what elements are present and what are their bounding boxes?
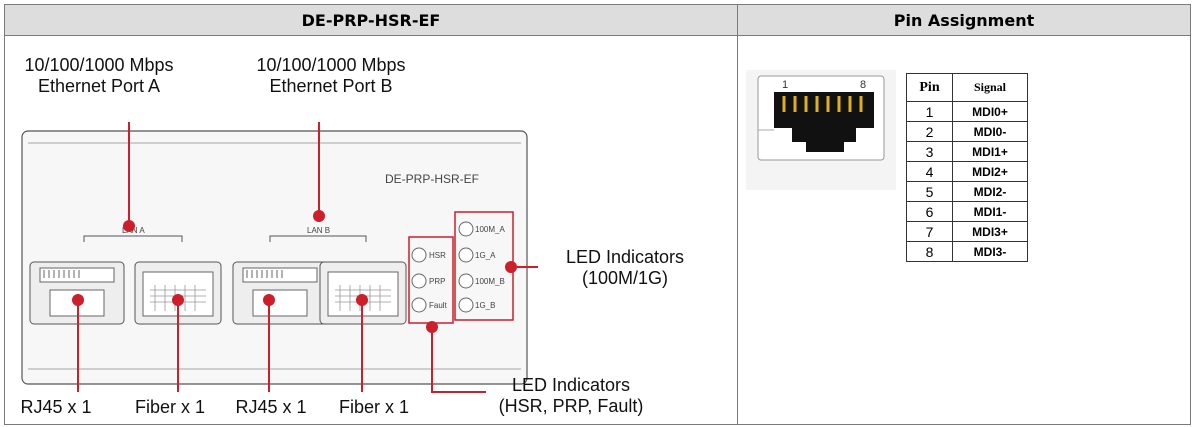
- lan-b-label: LAN B: [307, 226, 330, 235]
- led-prp: [412, 274, 426, 288]
- signal-cell: MDI0+: [953, 102, 1028, 122]
- rj45-connector-diagram: 1 8: [746, 70, 896, 190]
- pin-column-header: Pin: [907, 74, 953, 102]
- device-body: [22, 131, 527, 384]
- led-100m-b: [459, 274, 473, 288]
- led-100m-a: [459, 222, 473, 236]
- led-prp-label: PRP: [429, 277, 445, 286]
- pin-cell: 1: [907, 102, 953, 122]
- port-b-label: 10/100/1000 Mbps Ethernet Port B: [246, 55, 416, 97]
- pin-cell: 3: [907, 142, 953, 162]
- led-100m-b-label: 100M_B: [475, 277, 505, 286]
- led-status-callout-line1: LED Indicators: [486, 375, 656, 396]
- pin-cell: 8: [907, 242, 953, 262]
- pin-table-header: Pin Signal: [907, 74, 1028, 102]
- signal-cell: MDI3-: [953, 242, 1028, 262]
- bottom-label-rj45-a: RJ45 x 1: [14, 397, 98, 418]
- pin-cell: 5: [907, 182, 953, 202]
- led-fault-label: Fault: [429, 301, 448, 310]
- port-a-label-line1: 10/100/1000 Mbps: [14, 55, 184, 76]
- led-hsr-label: HSR: [429, 251, 446, 260]
- signal-cell: MDI3+: [953, 222, 1028, 242]
- led-speed-callout-line2: (100M/1G): [540, 268, 710, 289]
- led-fault: [412, 298, 426, 312]
- port-a-label-line2: Ethernet Port A: [14, 76, 184, 97]
- pin-cell: 4: [907, 162, 953, 182]
- led-1g-b-label: 1G_B: [475, 301, 495, 310]
- pin-cell: 6: [907, 202, 953, 222]
- signal-cell: MDI0-: [953, 122, 1028, 142]
- pin-cell: 2: [907, 122, 953, 142]
- led-1g-a: [459, 248, 473, 262]
- led-1g-a-label: 1G_A: [475, 251, 496, 260]
- led-hsr: [412, 248, 426, 262]
- bottom-label-fiber-b: Fiber x 1: [326, 397, 422, 418]
- port-b-label-line1: 10/100/1000 Mbps: [246, 55, 416, 76]
- pin-cell: 7: [907, 222, 953, 242]
- bottom-label-rj45-b: RJ45 x 1: [226, 397, 316, 418]
- rj45-port-b: [233, 262, 327, 324]
- led-status-callout: LED Indicators (HSR, PRP, Fault): [486, 375, 656, 417]
- led-status-callout-line2: (HSR, PRP, Fault): [486, 396, 656, 417]
- signal-cell: MDI1-: [953, 202, 1028, 222]
- signal-column-header: Signal: [953, 74, 1028, 102]
- led-1g-b: [459, 298, 473, 312]
- port-a-label: 10/100/1000 Mbps Ethernet Port A: [14, 55, 184, 97]
- port-b-label-line2: Ethernet Port B: [246, 76, 416, 97]
- connector-pin-last: 8: [860, 79, 866, 91]
- led-speed-callout-line1: LED Indicators: [540, 247, 710, 268]
- signal-cell: MDI2-: [953, 182, 1028, 202]
- signal-cell: MDI1+: [953, 142, 1028, 162]
- led-speed-callout: LED Indicators (100M/1G): [540, 247, 710, 289]
- led-100m-a-label: 100M_A: [475, 225, 505, 234]
- signal-cell: MDI2+: [953, 162, 1028, 182]
- bottom-label-fiber-a: Fiber x 1: [122, 397, 218, 418]
- device-model-label: DE-PRP-HSR-EF: [385, 172, 479, 186]
- connector-pin-first: 1: [782, 79, 788, 91]
